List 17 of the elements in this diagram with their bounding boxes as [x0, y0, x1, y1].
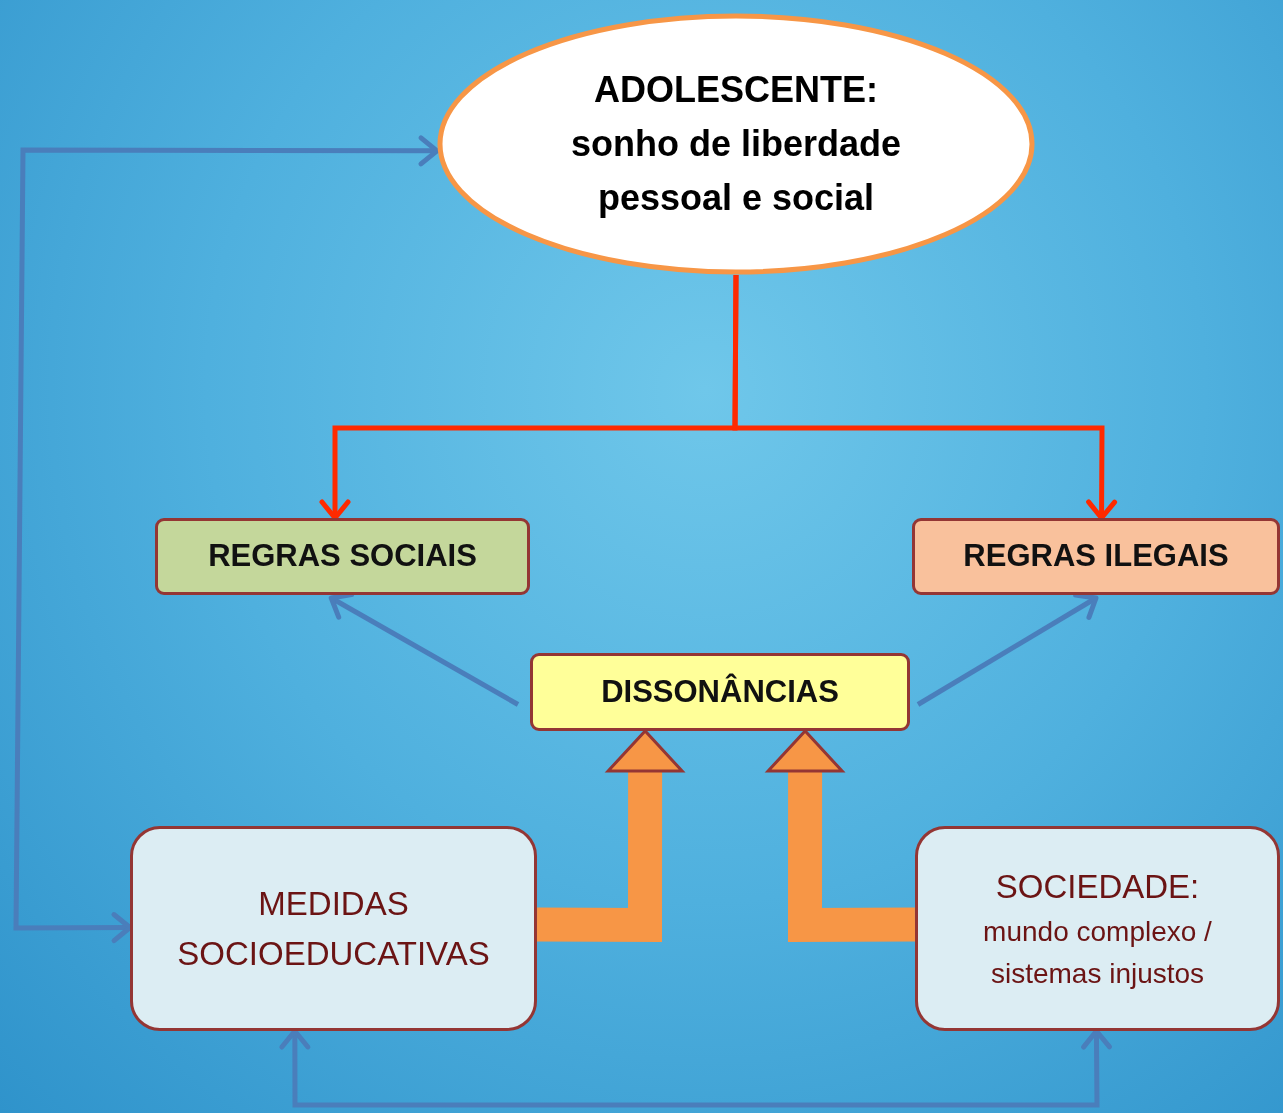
arrow: [13, 135, 440, 944]
node-label: MEDIDAS SOCIOEDUCATIVAS: [176, 884, 491, 974]
process-box: [912, 518, 1280, 595]
start-ellipse: [437, 13, 1035, 275]
node-title: ADOLESCENTE:: [593, 68, 879, 112]
node-text: mundo complexo / sistemas injustos: [982, 915, 1213, 992]
node-label: REGRAS ILEGAIS: [962, 537, 1230, 576]
block-arrow: [536, 729, 684, 943]
process-box: [130, 826, 537, 1031]
process-box: [915, 826, 1280, 1031]
node-label: REGRAS SOCIAIS: [207, 537, 478, 576]
block-arrow: [766, 729, 916, 943]
process-box: [155, 518, 530, 595]
process-box: [530, 653, 910, 731]
node-label: DISSONÂNCIAS: [600, 672, 840, 711]
node-title: SOCIEDADE:: [994, 866, 1201, 907]
node-text: sonho de liberdade pessoal e social: [569, 122, 902, 220]
